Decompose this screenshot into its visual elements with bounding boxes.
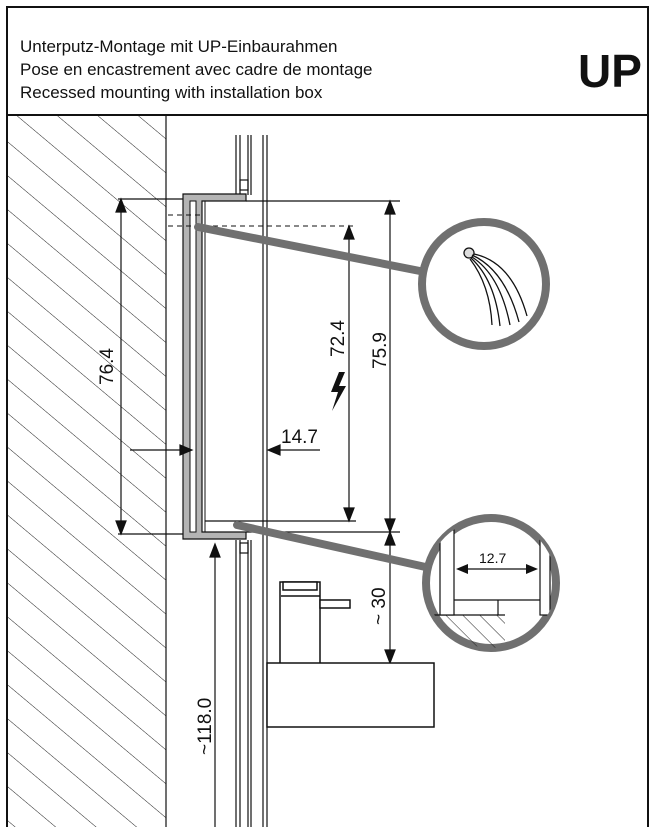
cable-bundle-icon [463, 247, 528, 327]
mounting-type-badge: UP [578, 45, 642, 97]
leader-lines [194, 223, 434, 572]
dim-depth: 14.7 [281, 427, 318, 448]
dim-box-height: 75.9 [370, 332, 391, 369]
dimension-labels: 76.4 72.4 75.9 14.7 ~ 30 ~118.0 [97, 320, 391, 755]
wash-basin [266, 662, 435, 728]
dim-detail-width: 12.7 [479, 550, 506, 566]
faucet [279, 581, 351, 666]
dim-outer-height: 76.4 [97, 348, 118, 385]
title-line-de: Unterputz-Montage mit UP-Einbaurahmen [20, 37, 337, 56]
header: Unterputz-Montage mit UP-Einbaurahmen Po… [20, 37, 642, 102]
frame-detail-circle: 12.7 [422, 514, 560, 652]
dim-basin-gap: ~ 30 [369, 587, 390, 625]
installation-box [182, 193, 247, 540]
wall-hatch [8, 116, 167, 827]
cable-detail-circle [418, 218, 550, 350]
lightning-icon [331, 372, 346, 411]
dim-floor-height: ~118.0 [195, 698, 216, 755]
dimension-lines [115, 197, 400, 827]
dim-inner-height: 72.4 [328, 320, 349, 357]
title-line-en: Recessed mounting with installation box [20, 83, 323, 102]
title-line-fr: Pose en encastrement avec cadre de monta… [20, 60, 373, 79]
outer-border [6, 6, 649, 827]
